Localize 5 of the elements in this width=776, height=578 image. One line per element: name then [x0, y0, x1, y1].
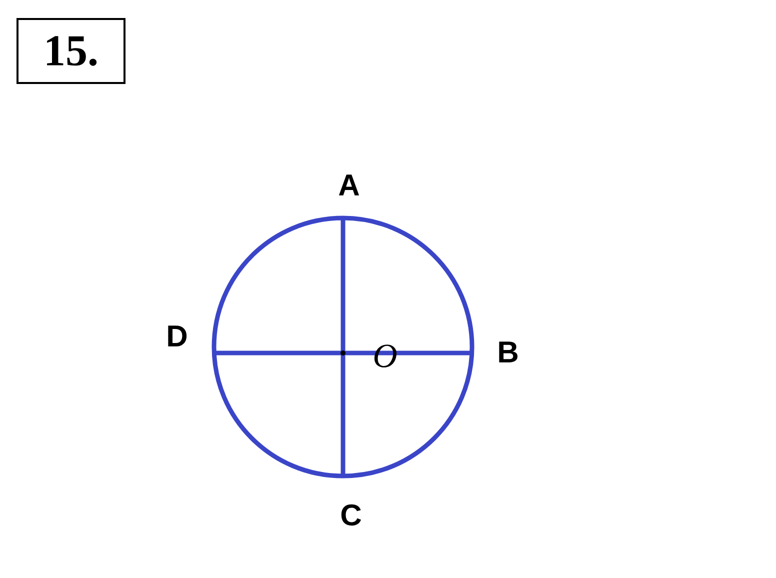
point-label: A: [338, 174, 360, 196]
point-label: D: [168, 326, 187, 346]
problem-number: 15.: [16, 18, 126, 84]
point-label: C: [341, 504, 362, 526]
point-label: B: [499, 342, 518, 362]
